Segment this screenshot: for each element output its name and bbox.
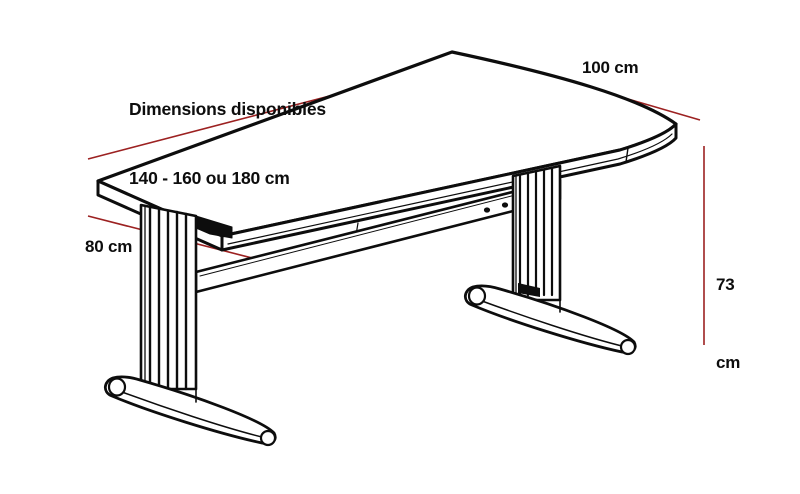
label-available-dimensions-values: 140 - 160 ou 180 cm bbox=[129, 168, 290, 188]
label-width: 100 cm bbox=[582, 58, 639, 77]
right-foot-cap-far bbox=[619, 338, 637, 356]
desktop-edge-seam-right bbox=[625, 147, 629, 163]
right-leg-slats bbox=[518, 166, 554, 297]
desk-geometry bbox=[96, 50, 678, 447]
right-leg-base-shadow bbox=[518, 283, 540, 297]
apron-hole-left bbox=[483, 207, 491, 213]
right-foot-inner-line bbox=[481, 300, 627, 348]
left-foot-inner-line bbox=[121, 391, 267, 439]
label-height-unit: cm bbox=[716, 353, 741, 372]
label-available-dimensions: Dimensions disponibles 140 - 160 ou 180 … bbox=[129, 52, 326, 236]
left-leg-slats bbox=[148, 205, 188, 391]
label-height-value: 73 bbox=[716, 275, 735, 294]
label-available-dimensions-title: Dimensions disponibles bbox=[129, 99, 326, 119]
rear-apron-inner-line bbox=[199, 183, 559, 277]
left-foot-cap-far bbox=[259, 429, 277, 447]
right-foot-cap-near bbox=[467, 286, 487, 306]
label-depth: 80 cm bbox=[85, 237, 133, 256]
desktop-front-edge-thickness bbox=[220, 122, 678, 252]
label-height: 73 cm bbox=[716, 220, 740, 428]
desktop-edge-banding-line bbox=[227, 133, 673, 245]
left-foot-cap-near bbox=[107, 377, 127, 397]
apron-hole-right bbox=[501, 202, 509, 208]
